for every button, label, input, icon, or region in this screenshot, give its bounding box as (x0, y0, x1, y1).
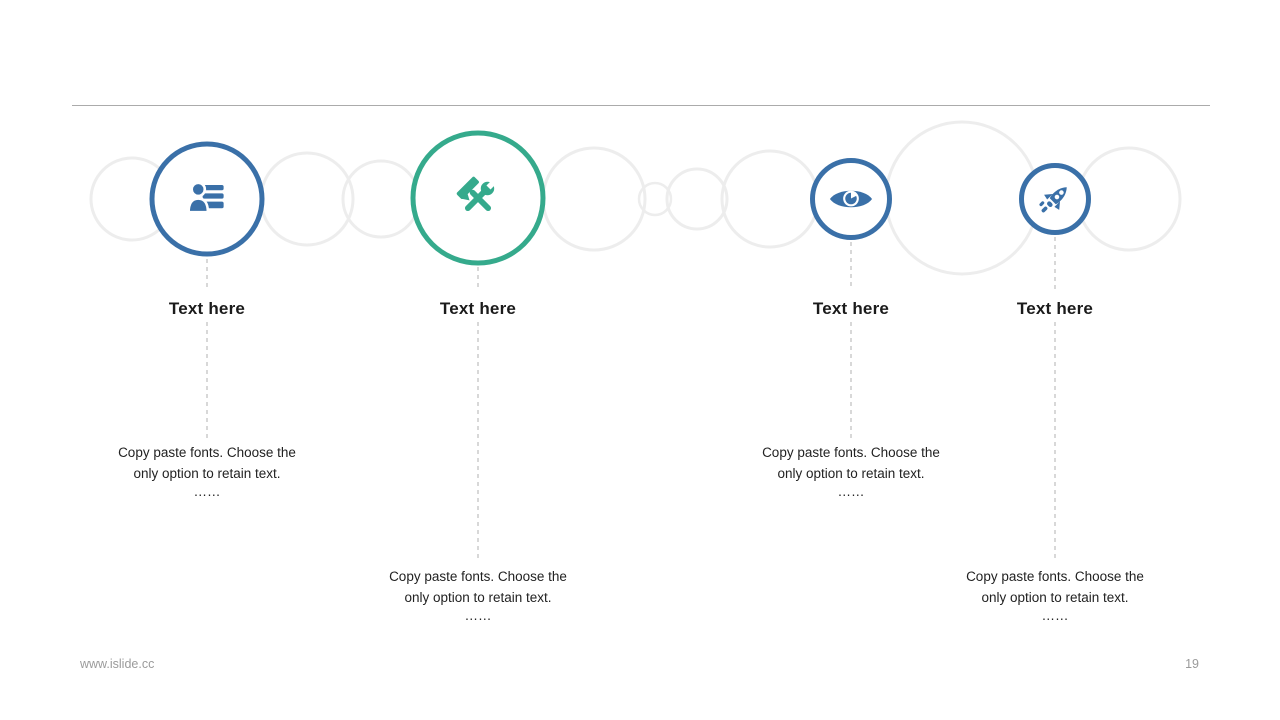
step-title-4: Text here (1016, 299, 1094, 318)
decorative-circle (637, 181, 673, 217)
timeline-graphic (89, 120, 1182, 562)
top-divider-line (72, 105, 1210, 106)
step-title-3: Text here (812, 299, 890, 318)
decorative-circle (665, 167, 729, 231)
step-ellipsis: …… (1041, 608, 1069, 623)
step-circle-2 (410, 130, 546, 266)
step-description-text: Copy paste fonts. Choose the only option… (389, 569, 567, 605)
user-list-icon (187, 181, 224, 214)
step-description-text: Copy paste fonts. Choose the only option… (966, 569, 1144, 605)
tools-icon (456, 176, 498, 212)
decorative-circle (884, 120, 1040, 276)
step-title-2: Text here (439, 299, 517, 318)
footer-url: www.islide.cc (80, 657, 155, 671)
step-description-2: Copy paste fonts. Choose the only option… (383, 566, 573, 624)
step-description-1: Copy paste fonts. Choose the only option… (112, 442, 302, 500)
step-title-1: Text here (168, 299, 246, 318)
step-ellipsis: …… (464, 608, 492, 623)
step-circle-3 (810, 158, 892, 240)
step-ellipsis: …… (193, 484, 221, 499)
decorative-circle (541, 146, 647, 252)
dashed-connectors (206, 237, 1056, 562)
step-description-3: Copy paste fonts. Choose the only option… (756, 442, 946, 500)
eye-icon (829, 190, 873, 208)
footer-page-number: 19 (1185, 657, 1199, 671)
decorative-circle (1076, 146, 1182, 252)
step-circle-4 (1019, 163, 1091, 235)
step-circle-1 (149, 141, 265, 257)
step-description-4: Copy paste fonts. Choose the only option… (960, 566, 1150, 624)
decorative-circle (720, 149, 820, 249)
decorative-circle (259, 151, 355, 247)
rocket-icon (1039, 187, 1067, 213)
step-description-text: Copy paste fonts. Choose the only option… (762, 445, 940, 481)
step-ellipsis: …… (837, 484, 865, 499)
step-description-text: Copy paste fonts. Choose the only option… (118, 445, 296, 481)
